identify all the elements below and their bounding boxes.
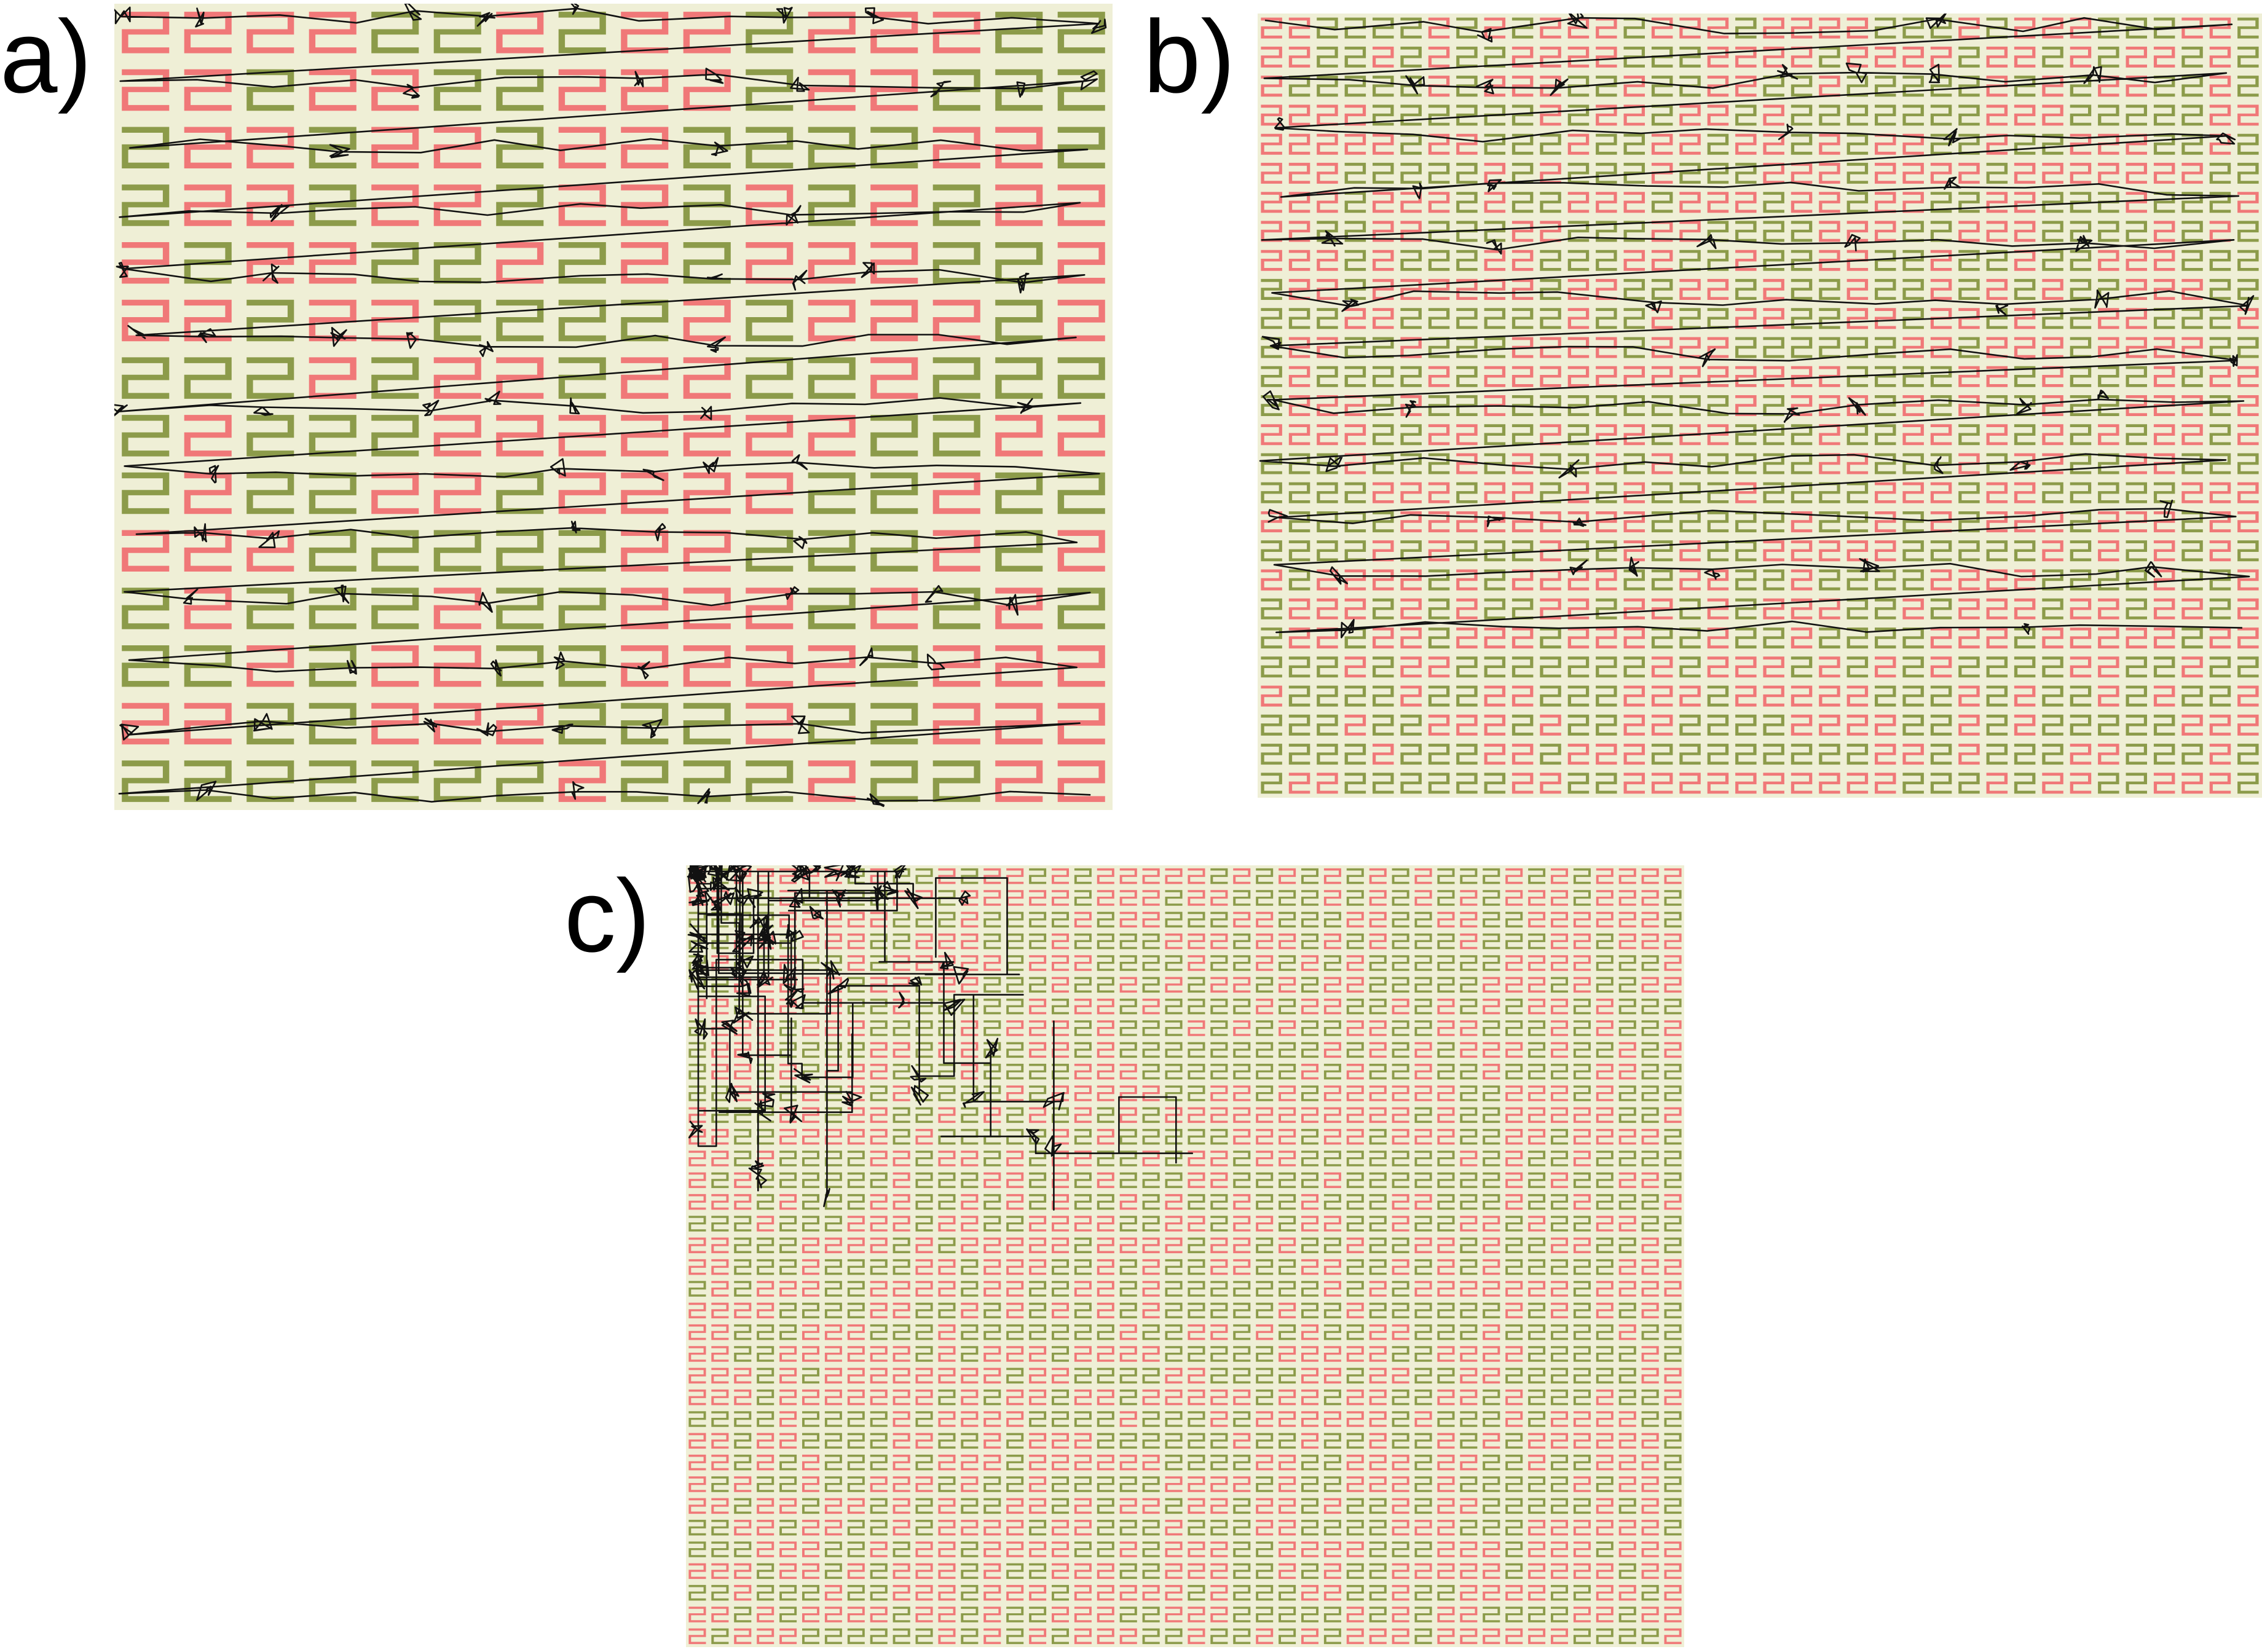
- stimulus-glyphs-b: [1261, 17, 2259, 794]
- panel-label-b: b): [1143, 0, 1235, 114]
- stimulus-glyphs-green-b: [1261, 17, 2259, 794]
- panel-b: b): [1143, 0, 2262, 798]
- gaze-trace-c: [687, 865, 1193, 1211]
- panel-c: c): [564, 858, 1684, 1647]
- stimulus-glyphs-green-a: [122, 12, 1105, 802]
- gaze-trace-path-a: [114, 4, 1107, 808]
- stimulus-glyphs-red-b: [1261, 17, 2259, 794]
- panel-label-c: c): [564, 858, 650, 974]
- stimulus-glyphs-a: [122, 12, 1105, 802]
- gaze-trace-path-b: [1259, 14, 2255, 639]
- stimulus-background-c: [686, 865, 1684, 1647]
- gaze-trace-a: [114, 4, 1107, 808]
- panel-label-a: a): [0, 0, 92, 114]
- stimulus-glyphs-red-a: [122, 12, 1105, 802]
- gaze-trace-path-c: [687, 865, 1193, 1211]
- panel-a: a): [0, 0, 1113, 810]
- gaze-trace-b: [1259, 14, 2255, 639]
